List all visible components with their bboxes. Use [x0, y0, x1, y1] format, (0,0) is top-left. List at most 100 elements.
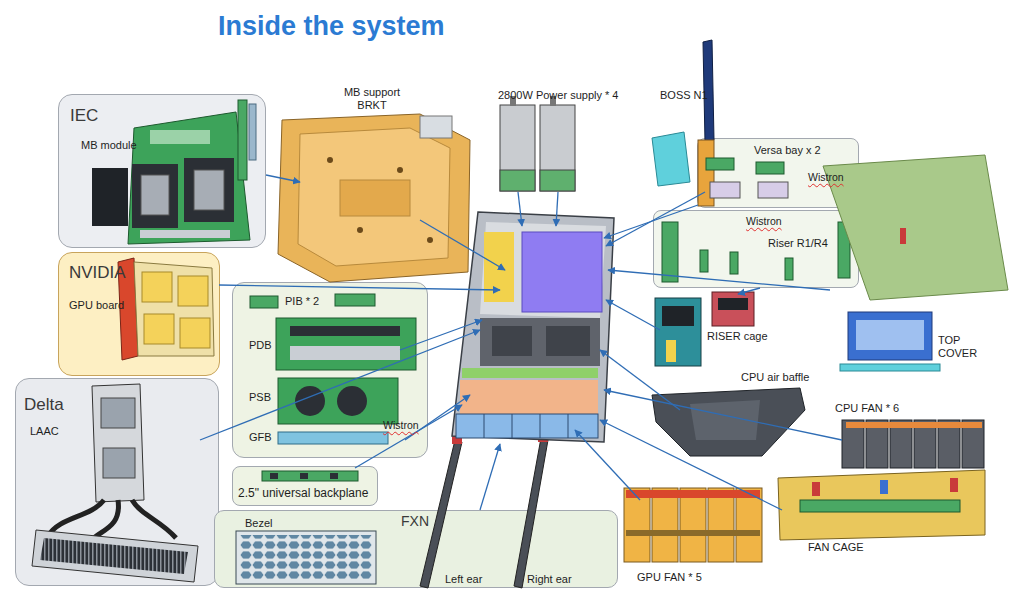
- power-boards-part: [276, 318, 416, 370]
- bezel-and-ears-part: [240, 535, 372, 580]
- top-cover-part: [848, 312, 932, 360]
- group-heading: IEC: [70, 106, 98, 126]
- gpu-board-part: [178, 276, 208, 306]
- power-boards-part: [250, 296, 278, 308]
- backplane-board-part: [300, 473, 308, 479]
- gpu-fan-part: [626, 530, 760, 536]
- leader-arrow-part: [480, 444, 500, 510]
- power-boards-part: [290, 326, 400, 336]
- power-supply-part: [540, 170, 575, 191]
- mb-support-bracket: [278, 114, 470, 282]
- part-label: CPU FAN * 6: [835, 402, 899, 415]
- part-label: GPU FAN * 5: [637, 571, 702, 584]
- gpu-fan-part: [652, 488, 678, 562]
- mb-support-bracket-part: [420, 116, 452, 138]
- leader-arrow-part: [556, 192, 558, 226]
- bezel-and-ears-part: [236, 531, 376, 584]
- riser-cage: [655, 292, 754, 366]
- part-name: Wistron: [383, 419, 419, 431]
- gpu-board-part: [144, 314, 174, 344]
- fan-cage-part: [778, 470, 985, 540]
- power-supply-part: [500, 170, 535, 191]
- leader-arrow-part: [600, 350, 680, 410]
- part-name: PDB: [249, 339, 272, 352]
- gpu-fan-part: [736, 488, 762, 562]
- part-label: BOSS N1: [660, 89, 708, 102]
- group-heading: Wistron: [746, 215, 782, 227]
- boss-module-part: [652, 132, 690, 186]
- mb-module-part: [238, 100, 247, 180]
- power-supply: [500, 96, 575, 191]
- chassis-part: [456, 414, 598, 438]
- riser-boards-part: [730, 252, 738, 274]
- mb-module-part: [92, 168, 128, 226]
- part-name: GFB: [249, 431, 272, 444]
- part-label: TOP COVER: [938, 334, 984, 359]
- top-cover-part: [900, 228, 906, 244]
- chassis: [452, 212, 614, 442]
- riser-boards-part: [662, 222, 678, 282]
- laac-cooler-part: [40, 538, 188, 574]
- mb-module-part: [128, 112, 250, 244]
- mb-module-part: [249, 104, 256, 160]
- chassis-part: [484, 414, 485, 438]
- power-boards-part: [278, 432, 388, 444]
- part-name: LAAC: [30, 425, 59, 438]
- mb-module-part: [132, 164, 178, 228]
- chassis-part: [460, 380, 598, 414]
- top-cover-part: [840, 364, 940, 371]
- leader-arrow-part: [575, 430, 640, 500]
- gpu-fan-part: [626, 490, 760, 498]
- part-name: Wistron: [808, 171, 844, 183]
- part-label: MB support BRKT: [340, 86, 404, 111]
- part-name: Bezel: [245, 517, 273, 530]
- power-boards-part: [335, 294, 375, 306]
- chassis-part: [480, 222, 606, 318]
- part-label: RISER cage: [707, 330, 768, 343]
- part-label: CPU air baffle: [741, 371, 809, 384]
- cpu-air-baffle: [652, 388, 805, 456]
- backplane-board: [262, 471, 358, 481]
- mb-support-bracket-part: [397, 167, 403, 173]
- mb-support-bracket-part: [278, 114, 470, 282]
- mb-support-bracket-part: [427, 237, 433, 243]
- versa-bay-parts-part: [756, 162, 784, 174]
- group-heading: PIB * 2: [285, 295, 319, 308]
- mb-module-part: [140, 230, 230, 238]
- versa-bay-parts-part: [706, 158, 734, 170]
- gpu-fan-part: [624, 488, 650, 562]
- gpu-board-part: [180, 318, 210, 348]
- power-boards-part: [290, 346, 400, 360]
- leader-arrow-part: [266, 175, 300, 182]
- leader-arrow-part: [420, 220, 505, 270]
- part-name: Riser R1/R4: [768, 237, 828, 250]
- fan-cage-part: [800, 500, 960, 512]
- mb-module-part: [194, 170, 224, 210]
- group-heading: Delta: [24, 395, 64, 415]
- fan-cage-part: [812, 482, 820, 496]
- leader-arrow-part: [738, 288, 760, 294]
- cpu-fan: [842, 420, 984, 468]
- gpu-board-part: [134, 262, 214, 356]
- fan-cage-part: [950, 478, 958, 492]
- chassis-part: [452, 212, 614, 442]
- riser-cage-part: [666, 340, 676, 362]
- riser-cage-part: [712, 292, 754, 326]
- top-cover-part: [856, 320, 924, 350]
- chassis-part: [492, 326, 532, 356]
- power-supply-part: [500, 105, 535, 191]
- laac-cooler-part: [92, 384, 144, 502]
- mb-module-part: [141, 175, 169, 215]
- part-name: GPU board: [69, 299, 124, 312]
- riser-boards-part: [700, 250, 708, 272]
- mb-support-bracket-part: [327, 157, 333, 163]
- mb-module-part: [150, 130, 210, 144]
- leader-arrow-part: [400, 320, 482, 350]
- group-heading: Versa bay x 2: [754, 144, 821, 157]
- leader-arrow-part: [600, 420, 782, 510]
- group-heading: 2.5" universal backplane: [238, 487, 368, 501]
- part-name: PSB: [249, 391, 271, 404]
- gpu-fan-part: [680, 488, 706, 562]
- mb-support-bracket-part: [298, 128, 450, 266]
- chassis-part: [546, 326, 590, 356]
